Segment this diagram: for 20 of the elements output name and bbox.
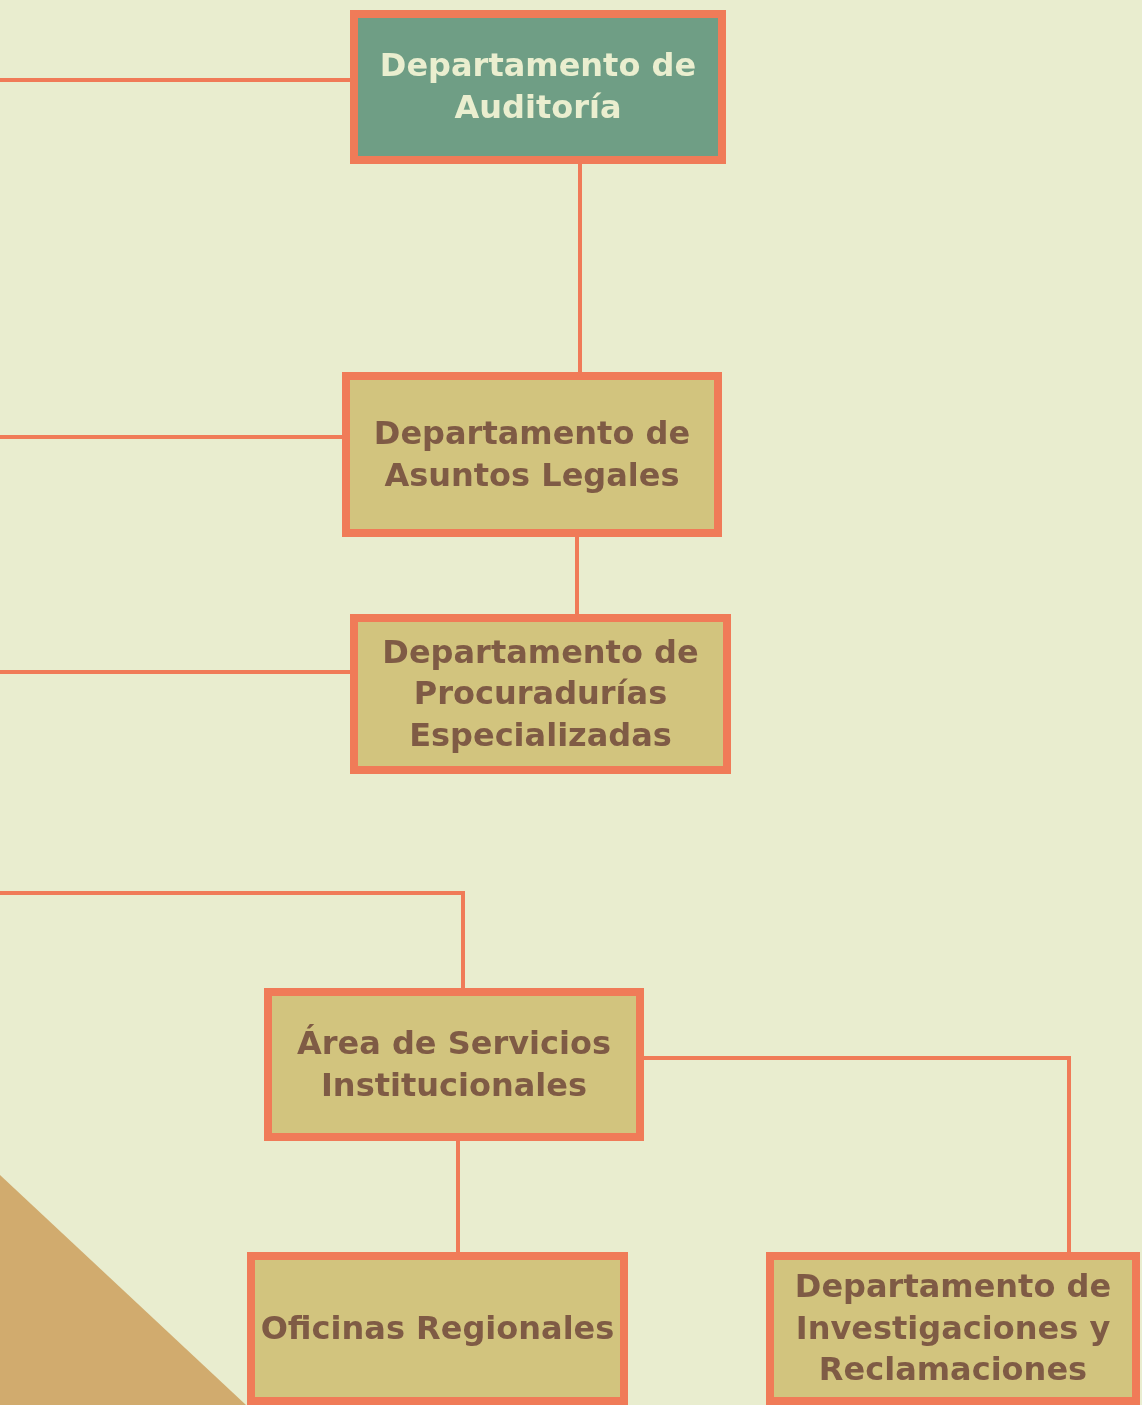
connector-line: [456, 1141, 460, 1252]
connector-line: [0, 670, 350, 674]
department-box: [350, 614, 731, 774]
connector-line: [0, 435, 342, 439]
department-box: [350, 10, 726, 164]
connector-line: [0, 78, 350, 82]
connector-line: [575, 537, 579, 614]
department-box: [766, 1252, 1140, 1405]
department-name: Área de Servicios Institucionales: [295, 1022, 613, 1106]
connector-line: [578, 164, 582, 372]
department-box: [247, 1252, 628, 1405]
department-box: [342, 372, 722, 537]
department-name: Departamento de Auditoría: [378, 45, 698, 128]
department-name: Oficinas Regionales: [260, 1307, 615, 1349]
department-name: Departamento de Investigaciones y Reclamaciones: [793, 1266, 1113, 1391]
department-name: Departamento de Asuntos Legales: [372, 412, 692, 496]
connector-line: [0, 891, 465, 988]
department-name: Departamento de Procuradurías Especializadas: [381, 631, 700, 756]
connector-line: [644, 1056, 1071, 1252]
department-box: [264, 988, 644, 1141]
